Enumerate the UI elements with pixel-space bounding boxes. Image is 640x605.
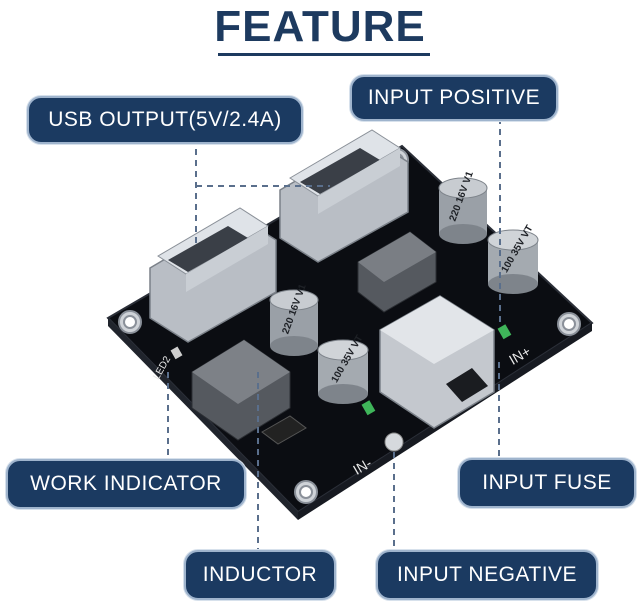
label-usb-output: USB OUTPUT(5V/2.4A) [27,96,303,144]
in-minus-pad [384,432,404,452]
ic-chip [261,415,307,445]
input-jack [379,295,495,429]
label-input-negative: INPUT NEGATIVE [376,550,598,600]
led-work [170,346,183,360]
label-input-fuse: INPUT FUSE [458,458,636,508]
capacitor-2 [269,289,319,356]
capacitor-1 [438,177,488,244]
led-power [497,324,512,340]
usb-port-front [149,207,277,343]
usb-port-rear [279,129,409,263]
label-input-positive: INPUT POSITIVE [350,75,558,121]
capacitor-3 [487,229,539,294]
cap1-marking: 220 16V V1 [448,170,476,223]
inductor-front [191,339,291,441]
inductor-rear [357,231,437,313]
led-indicator [361,400,376,416]
label-inductor: INDUCTOR [184,550,336,600]
label-work-indicator: WORK INDICATOR [6,459,246,509]
title-underline [218,53,430,56]
page-title: FEATURE [214,2,426,51]
capacitor-4 [317,339,369,404]
leader-lines [167,118,501,552]
